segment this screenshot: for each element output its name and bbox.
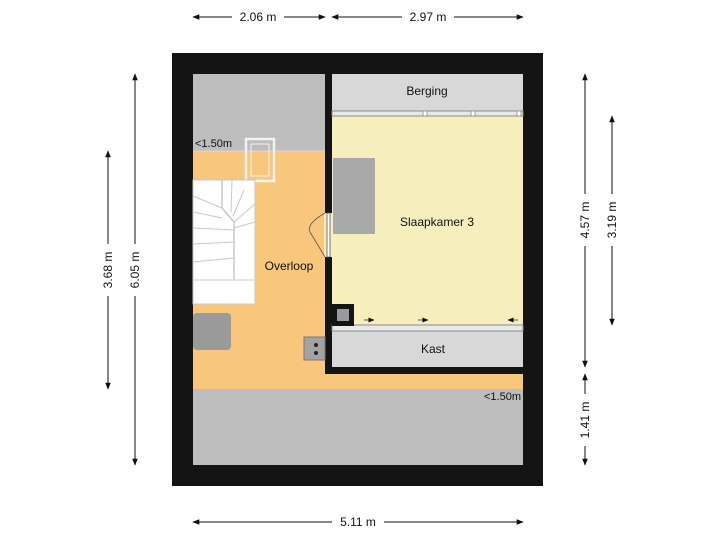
room-label-overloop: Overloop bbox=[265, 259, 314, 273]
roof-window-pane bbox=[250, 143, 270, 177]
dimension-label-bg bbox=[402, 9, 454, 25]
dimension-left-inner-height: 3.68 m bbox=[101, 252, 115, 289]
radiator-knob bbox=[314, 343, 318, 347]
desk bbox=[333, 158, 375, 234]
dimension-bottom-width: 5.11 m bbox=[340, 515, 376, 529]
storage-box bbox=[193, 313, 231, 350]
dimension-label-bg bbox=[100, 244, 116, 296]
partition-post bbox=[422, 110, 428, 117]
berging-floor bbox=[332, 74, 523, 111]
dimension-label-bg bbox=[127, 244, 143, 296]
interior-wall-bottom bbox=[325, 367, 523, 374]
room-label-slaapkamer: Slaapkamer 3 bbox=[400, 215, 474, 229]
dimension-top-left-width: 2.06 m bbox=[240, 10, 277, 24]
overloop-floor-strip bbox=[325, 374, 523, 389]
radiator bbox=[303, 336, 326, 361]
radiator-knob bbox=[314, 351, 318, 355]
door-swing bbox=[308, 212, 326, 233]
dimension-label-bg bbox=[577, 194, 593, 246]
partition-post bbox=[470, 110, 476, 117]
low-ceiling-zone-bottom bbox=[193, 389, 523, 465]
dimension-top-right-width: 2.97 m bbox=[410, 10, 447, 24]
dimension-label-bg bbox=[232, 9, 284, 25]
dimension-right-lower-height: 1.41 m bbox=[578, 402, 592, 439]
room-label-berging: Berging bbox=[406, 84, 447, 98]
door-swing-line bbox=[309, 231, 326, 258]
dimension-right-inner-height: 3.19 m bbox=[605, 202, 619, 239]
dimension-label-bg bbox=[332, 514, 384, 530]
dimension-right-upper-height: 4.57 m bbox=[578, 202, 592, 239]
door-leaf bbox=[326, 212, 331, 258]
partition-post bbox=[516, 110, 522, 117]
chimney-inner bbox=[337, 309, 349, 321]
height-note-bottom-right: <1.50m bbox=[484, 391, 521, 403]
dimension-label-bg bbox=[604, 194, 620, 246]
berging-partition bbox=[331, 110, 524, 117]
roof-window bbox=[244, 137, 276, 183]
dimension-label-bg bbox=[577, 394, 593, 446]
dimension-left-total-height: 6.05 m bbox=[128, 252, 142, 289]
kast-partition bbox=[331, 324, 524, 332]
kast-floor bbox=[332, 331, 523, 367]
room-label-kast: Kast bbox=[421, 342, 446, 356]
staircase bbox=[192, 179, 256, 305]
height-note-top-left: <1.50m bbox=[195, 138, 232, 150]
